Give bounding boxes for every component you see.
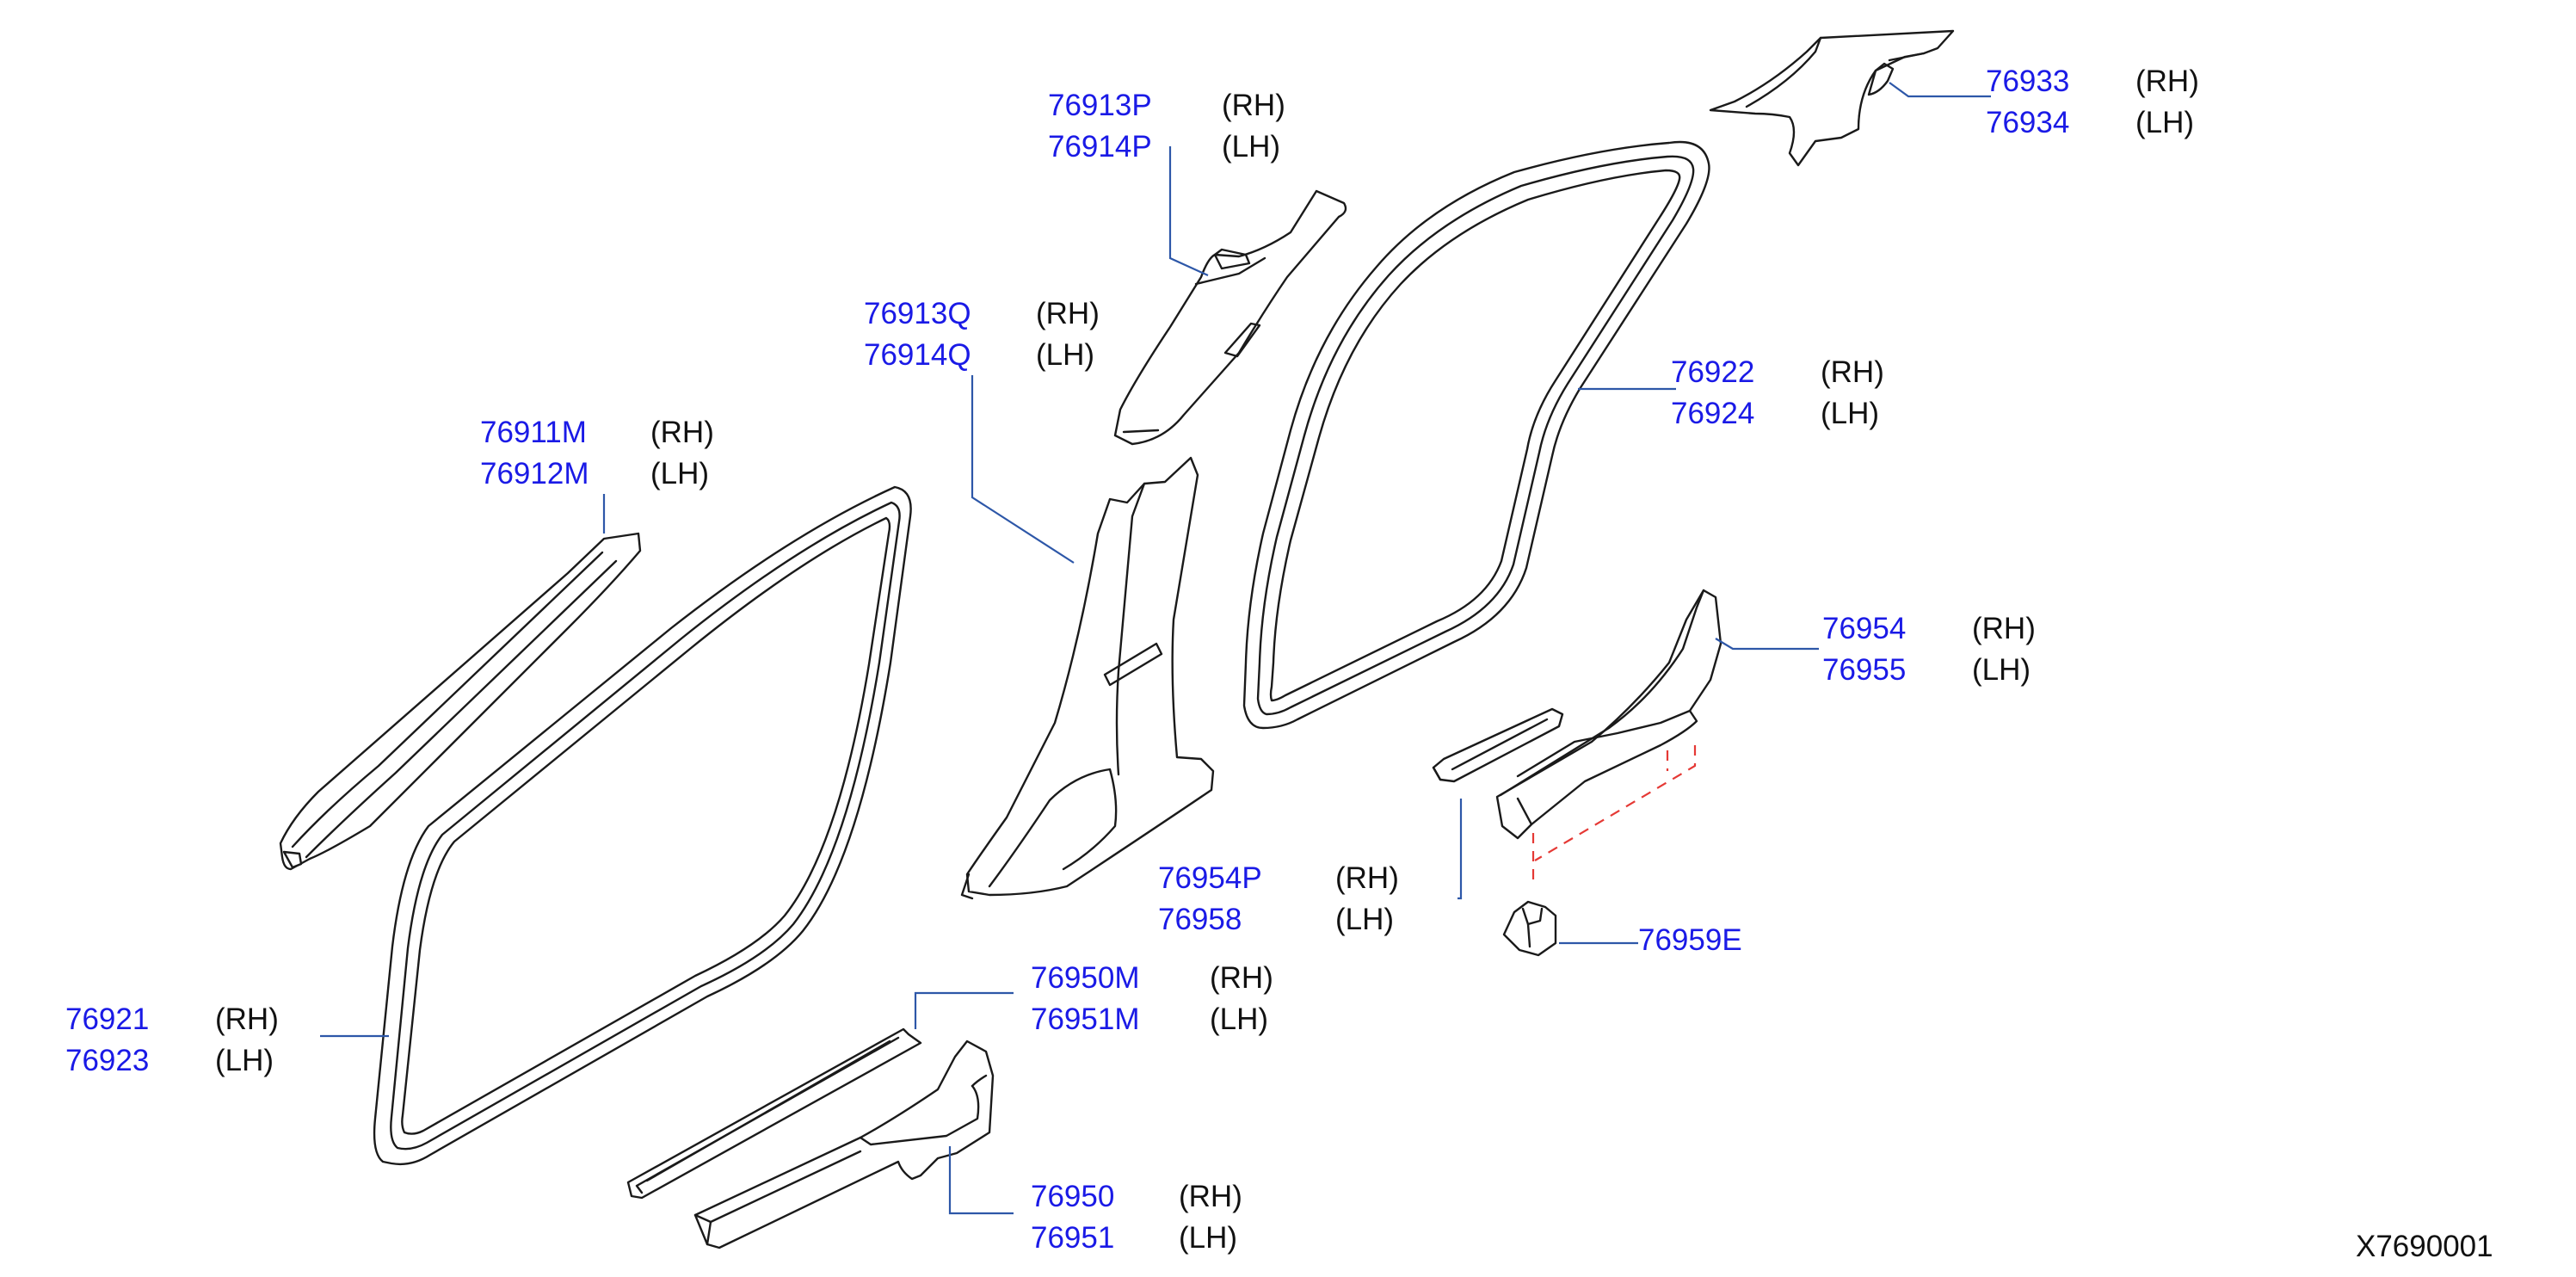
callout-rear-kick-plate[interactable]: 76954 (RH) 76955 (LH) [1822, 612, 2036, 687]
part-number: 76924 [1671, 397, 1754, 430]
part-number: 76954P [1158, 861, 1262, 895]
callout-b-pillar-lower[interactable]: 76913Q (RH) 76914Q (LH) [864, 297, 1100, 372]
part-number: 76913P [1048, 89, 1152, 122]
a-pillar-front-finisher[interactable] [279, 532, 642, 871]
callout-a-pillar-front[interactable]: 76911M (RH) 76912M (LH) [480, 416, 714, 490]
part-number: 76958 [1158, 903, 1242, 936]
callout-front-weatherstrip[interactable]: 76921 (RH) 76923 (LH) [65, 1002, 279, 1077]
rear-pillar-garnish[interactable] [1709, 29, 1955, 167]
side-label: (LH) [1210, 1002, 1268, 1036]
side-label: (LH) [650, 457, 709, 490]
side-label: (RH) [1210, 961, 1273, 995]
side-label: (LH) [1179, 1221, 1237, 1255]
side-label: (RH) [1222, 89, 1285, 122]
side-label: (RH) [1821, 355, 1884, 389]
side-label: (RH) [650, 416, 714, 449]
side-label: (LH) [215, 1044, 274, 1077]
side-label: (LH) [2135, 106, 2194, 139]
side-label: (RH) [215, 1002, 279, 1036]
callout-rear-scuff-plate[interactable]: 76954P (RH) 76958 (LH) [1158, 861, 1399, 936]
callout-front-kick-plate[interactable]: 76950 (RH) 76951 (LH) [1031, 1180, 1242, 1255]
part-number: 76933 [1986, 65, 2069, 98]
b-pillar-lower-garnish[interactable] [960, 456, 1215, 900]
part-number: 76951 [1031, 1221, 1114, 1255]
part-number: 76914P [1048, 130, 1152, 163]
clip-location-guides [1531, 745, 1697, 881]
callout-rear-pillar[interactable]: 76933 (RH) 76934 (LH) [1986, 65, 2199, 139]
part-number: 76950 [1031, 1180, 1114, 1213]
side-label: (LH) [1972, 653, 2031, 687]
leader-lines [320, 82, 1991, 1215]
rear-kick-plate[interactable] [1495, 589, 1722, 840]
side-label: (LH) [1222, 130, 1280, 163]
part-number: 76950M [1031, 961, 1139, 995]
callout-a-pillar-upper[interactable]: 76913P (RH) 76914P (LH) [1048, 89, 1285, 163]
front-scuff-plate[interactable] [626, 1027, 922, 1200]
side-label: (LH) [1335, 903, 1394, 936]
front-kick-plate[interactable] [693, 1039, 995, 1249]
diagram-code: X7690001 [2356, 1230, 2493, 1263]
part-number: 76951M [1031, 1002, 1139, 1036]
part-number: 76921 [65, 1002, 149, 1036]
side-label: (RH) [2135, 65, 2199, 98]
clip[interactable] [1502, 900, 1557, 957]
side-label: (RH) [1335, 861, 1399, 895]
a-pillar-upper-garnish[interactable] [1113, 189, 1347, 446]
part-number: 76922 [1671, 355, 1754, 389]
part-number: 76913Q [864, 297, 971, 330]
side-label: (LH) [1821, 397, 1879, 430]
part-number: 76955 [1822, 653, 1906, 687]
part-number: 76934 [1986, 106, 2069, 139]
side-label: (RH) [1036, 297, 1100, 330]
part-number: 76954 [1822, 612, 1906, 645]
callout-front-scuff-plate[interactable]: 76950M (RH) 76951M (LH) [1031, 961, 1273, 1036]
rear-scuff-plate[interactable] [1432, 707, 1564, 783]
side-label: (RH) [1179, 1180, 1242, 1213]
part-number: 76959E [1638, 923, 1742, 957]
part-number: 76914Q [864, 338, 971, 372]
callout-clip[interactable]: 76959E [1638, 923, 1742, 957]
front-door-weatherstrip[interactable] [373, 485, 912, 1166]
side-label: (RH) [1972, 612, 2036, 645]
side-label: (LH) [1036, 338, 1094, 372]
part-number: 76912M [480, 457, 589, 490]
part-number: 76911M [480, 416, 587, 449]
part-number: 76923 [65, 1044, 149, 1077]
callout-rear-weatherstrip[interactable]: 76922 (RH) 76924 (LH) [1671, 355, 1884, 430]
